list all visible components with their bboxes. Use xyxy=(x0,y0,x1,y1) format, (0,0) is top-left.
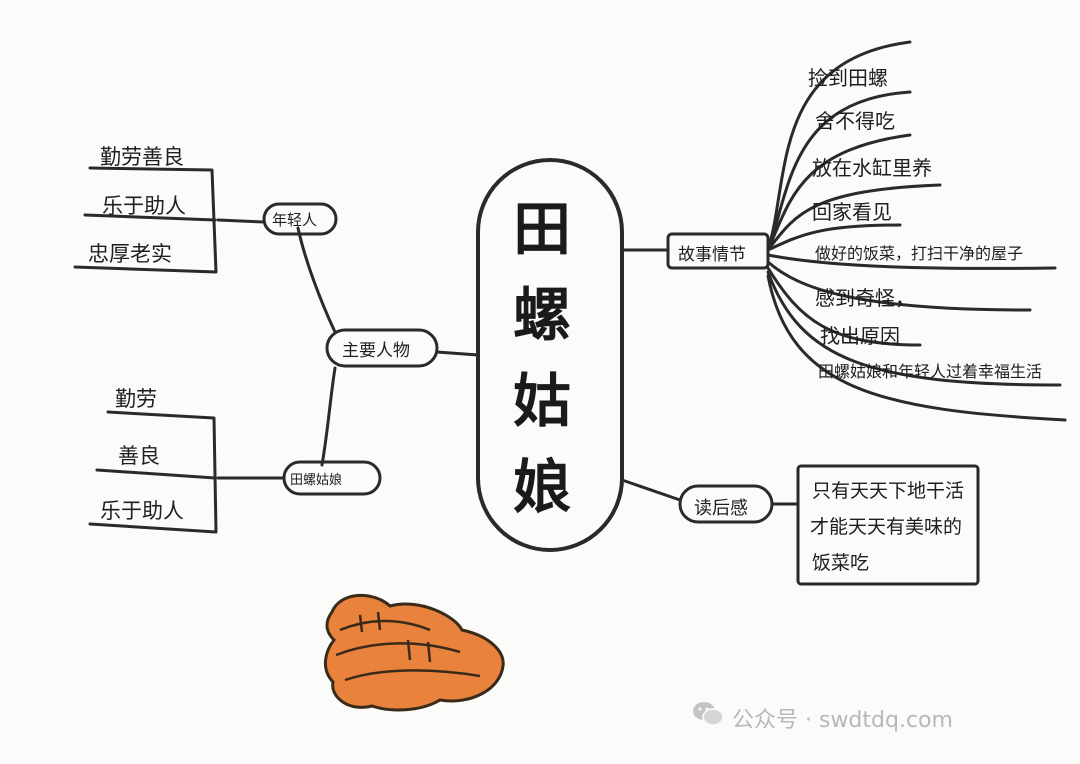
title-char-1: 田 xyxy=(512,195,571,263)
review-label: 读后感 xyxy=(694,498,748,519)
review-box xyxy=(796,464,980,586)
plot-item-3: 放在水缸里养 xyxy=(812,156,932,180)
plot-item-1: 捡到田螺 xyxy=(808,66,888,90)
plot-item-5: 做好的饭菜，打扫干净的屋子 xyxy=(815,244,1024,263)
young-man-node xyxy=(262,202,338,236)
plot-label: 故事情节 xyxy=(678,245,746,265)
plot-item-7: 找出原因 xyxy=(820,324,900,348)
plot-item-2: 舍不得吃 xyxy=(815,109,895,133)
young-man-label: 年轻人 xyxy=(272,211,318,229)
watermark: 公众号 · swdtdq.com xyxy=(693,702,953,734)
plot-item-8: 田螺姑娘和年轻人过着幸福生活 xyxy=(818,362,1043,381)
title-char-4: 娘 xyxy=(512,453,571,521)
snail-girl-trait-1: 勤劳 xyxy=(115,387,157,411)
plot-item-6: 感到奇怪， xyxy=(815,286,915,310)
young-man-trait-1: 勤劳善良 xyxy=(100,145,184,169)
snail-shell-icon xyxy=(323,593,505,712)
snail-girl-label: 田螺姑娘 xyxy=(290,473,343,488)
snail-girl-trait-2: 善良 xyxy=(118,444,160,468)
watermark-text: 公众号 · swdtdq.com xyxy=(732,708,953,733)
young-man-trait-2: 乐于助人 xyxy=(102,194,186,218)
young-man-trait-3: 忠厚老实 xyxy=(88,242,172,266)
main-characters-label: 主要人物 xyxy=(342,341,410,361)
review-line-3: 饭菜吃 xyxy=(812,552,870,574)
plot-item-4: 回家看见 xyxy=(812,200,892,224)
main-characters-node xyxy=(325,328,439,368)
title-char-3: 姑 xyxy=(512,367,571,435)
review-line-1: 只有天天下地干活 xyxy=(812,480,965,502)
review-line-2: 才能天天有美味的 xyxy=(810,516,963,538)
snail-girl-trait-3: 乐于助人 xyxy=(100,499,184,523)
title-char-2: 螺 xyxy=(512,281,571,349)
wechat-icon xyxy=(693,702,724,726)
